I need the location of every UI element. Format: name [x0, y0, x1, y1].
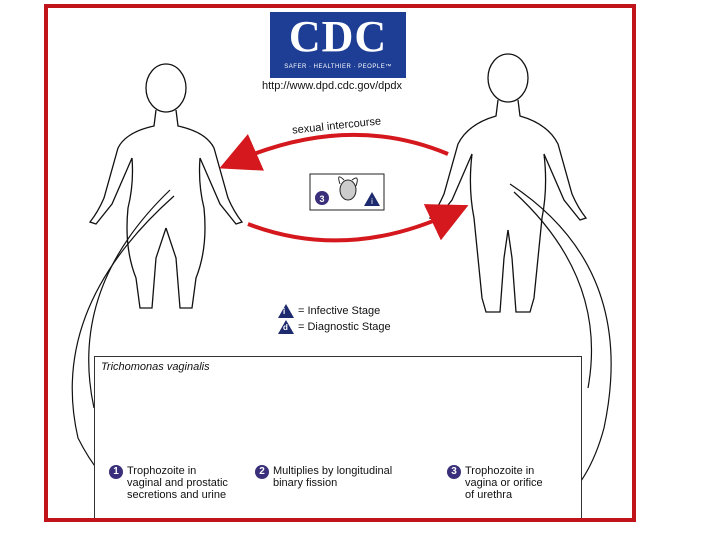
legend-diagnostic-text: = Diagnostic Stage: [298, 321, 391, 333]
legend-infective-text: = Infective Stage: [298, 305, 381, 317]
center-stage-number: 3: [319, 194, 324, 204]
stage-1-line2: vaginal and prostatic: [127, 477, 228, 489]
legend-diagnostic-icon: d: [278, 320, 294, 334]
stage-2-label: 2 Multiplies by longitudinal binary fiss…: [255, 465, 392, 489]
stage-3-line2: vagina or orifice: [465, 477, 543, 489]
center-flagella: [338, 176, 358, 187]
panel-title: Trichomonas vaginalis: [101, 361, 210, 373]
legend-diagnostic: d = Diagnostic Stage: [278, 320, 391, 334]
stage-3-number: 3: [447, 465, 461, 479]
transmission-arrow-top: [219, 132, 449, 171]
stage-2-number: 2: [255, 465, 269, 479]
center-stage-number-badge: [315, 191, 329, 205]
source-url: http://www.dpd.cdc.gov/dpdx: [262, 80, 403, 92]
curve-left-inner: [88, 189, 171, 409]
stage-3-line1: Trophozoite in: [465, 465, 535, 477]
cdc-logo-tagline: SAFER · HEALTHIER · PEOPLE™: [284, 64, 392, 70]
diagram-frame: CDC SAFER · HEALTHIER · PEOPLE™ http://w…: [44, 4, 636, 522]
stage-2-line1: Multiplies by longitudinal: [273, 465, 393, 477]
center-infective-badge: [364, 192, 380, 206]
curve-right-inner: [513, 191, 593, 389]
legend-infective: i = Infective Stage: [278, 304, 380, 318]
stage-1-number: 1: [109, 465, 123, 479]
stage-2-line2: binary fission: [273, 477, 338, 489]
legend-infective-icon: i: [278, 304, 294, 318]
life-cycle-panel: Trichomonas vaginalis 1 Trophozoite in v…: [94, 356, 582, 518]
stage-1-line3: secretions and urine: [127, 489, 227, 501]
stage-1-line1: Trophozoite in: [127, 465, 197, 477]
cdc-logo: CDC SAFER · HEALTHIER · PEOPLE™: [270, 12, 406, 78]
female-figure: [88, 63, 244, 309]
transmission-arrow-bottom: [247, 204, 469, 243]
stage-3-label: 3 Trophozoite in vagina or orifice of ur…: [447, 465, 543, 501]
stage-3-line3: of urethra: [465, 489, 513, 501]
center-trophozoite: [339, 179, 357, 201]
male-figure: [428, 53, 588, 313]
cdc-logo-text: CDC: [288, 12, 388, 61]
center-infective-symbol: i: [371, 197, 373, 206]
stage-1-label: 1 Trophozoite in vaginal and prostatic s…: [109, 465, 228, 501]
